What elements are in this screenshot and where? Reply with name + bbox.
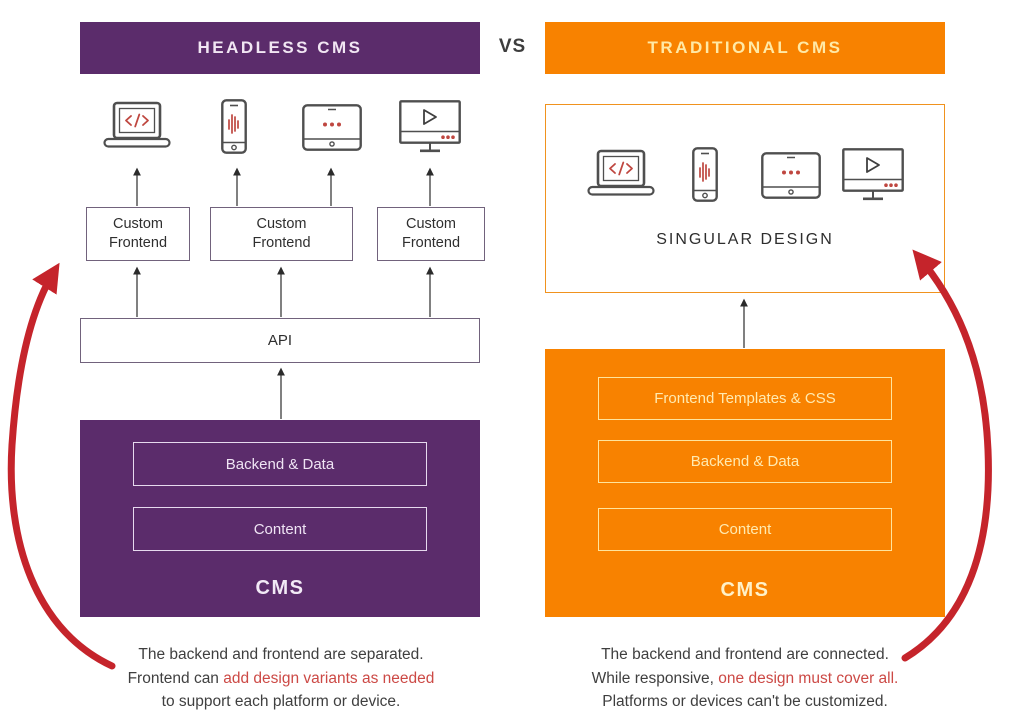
traditional-caption: The backend and frontend are connected. …: [545, 643, 945, 714]
content-layer: Content: [598, 508, 892, 551]
traditional-cms-block: Frontend Templates & CSS Backend & Data …: [545, 349, 945, 617]
smartphone-audio-icon: [221, 99, 247, 154]
custom-frontend-label-line1: Custom: [113, 216, 163, 233]
custom-frontend-box-1: Custom Frontend: [86, 207, 190, 261]
custom-frontend-box-2: Custom Frontend: [210, 207, 353, 261]
caption-line-3: to support each platform or device.: [161, 693, 401, 710]
singular-design-box: SINGULAR DESIGN: [545, 104, 945, 293]
custom-frontend-label-line2: Frontend: [252, 235, 311, 251]
traditional-cms-header: TRADITIONAL CMS: [545, 22, 945, 74]
headless-caption: The backend and frontend are separated. …: [81, 643, 481, 714]
api-box: API: [80, 318, 480, 363]
smartphone-audio-icon: [692, 147, 718, 202]
caption-line-2: Frontend can add design variants as need…: [81, 667, 481, 691]
caption-line-2-prefix: While responsive,: [591, 669, 719, 687]
singular-design-label: SINGULAR DESIGN: [656, 231, 834, 248]
tablet-dots-icon: [302, 104, 362, 151]
cms-label: CMS: [255, 577, 305, 599]
cms-label: CMS: [720, 579, 770, 601]
frontend-templates-css-layer: Frontend Templates & CSS: [598, 377, 892, 420]
custom-frontend-label-line2: Frontend: [401, 235, 461, 251]
custom-frontend-label-line2: Frontend: [108, 235, 168, 251]
custom-frontend-label-line1: Custom: [256, 216, 307, 233]
tablet-dots-icon: [761, 152, 821, 199]
custom-frontend-label-line1: Custom: [406, 216, 456, 233]
caption-line-1: The backend and frontend are connected.: [601, 646, 889, 663]
caption-line-2-highlight: one design must cover all.: [718, 669, 899, 687]
caption-line-3: Platforms or devices can't be customized…: [602, 693, 888, 710]
headless-cms-header: HEADLESS CMS: [80, 22, 480, 74]
vs-label: VS: [498, 36, 527, 57]
laptop-code-icon: [587, 149, 655, 201]
backend-data-layer: Backend & Data: [133, 442, 427, 486]
backend-data-layer: Backend & Data: [598, 440, 892, 483]
caption-line-2-highlight: add design variants as needed: [223, 669, 435, 687]
headless-cms-block: Backend & Data Content CMS: [80, 420, 480, 617]
content-layer: Content: [133, 507, 427, 551]
caption-line-2: While responsive, one design must cover …: [545, 667, 945, 691]
custom-frontend-box-3: Custom Frontend: [377, 207, 485, 261]
caption-line-2-prefix: Frontend can: [127, 669, 224, 687]
caption-line-1: The backend and frontend are separated.: [138, 646, 424, 663]
api-label: API: [267, 332, 293, 349]
monitor-video-icon: [399, 100, 461, 155]
monitor-video-icon: [842, 148, 904, 203]
laptop-code-icon: [103, 101, 171, 153]
